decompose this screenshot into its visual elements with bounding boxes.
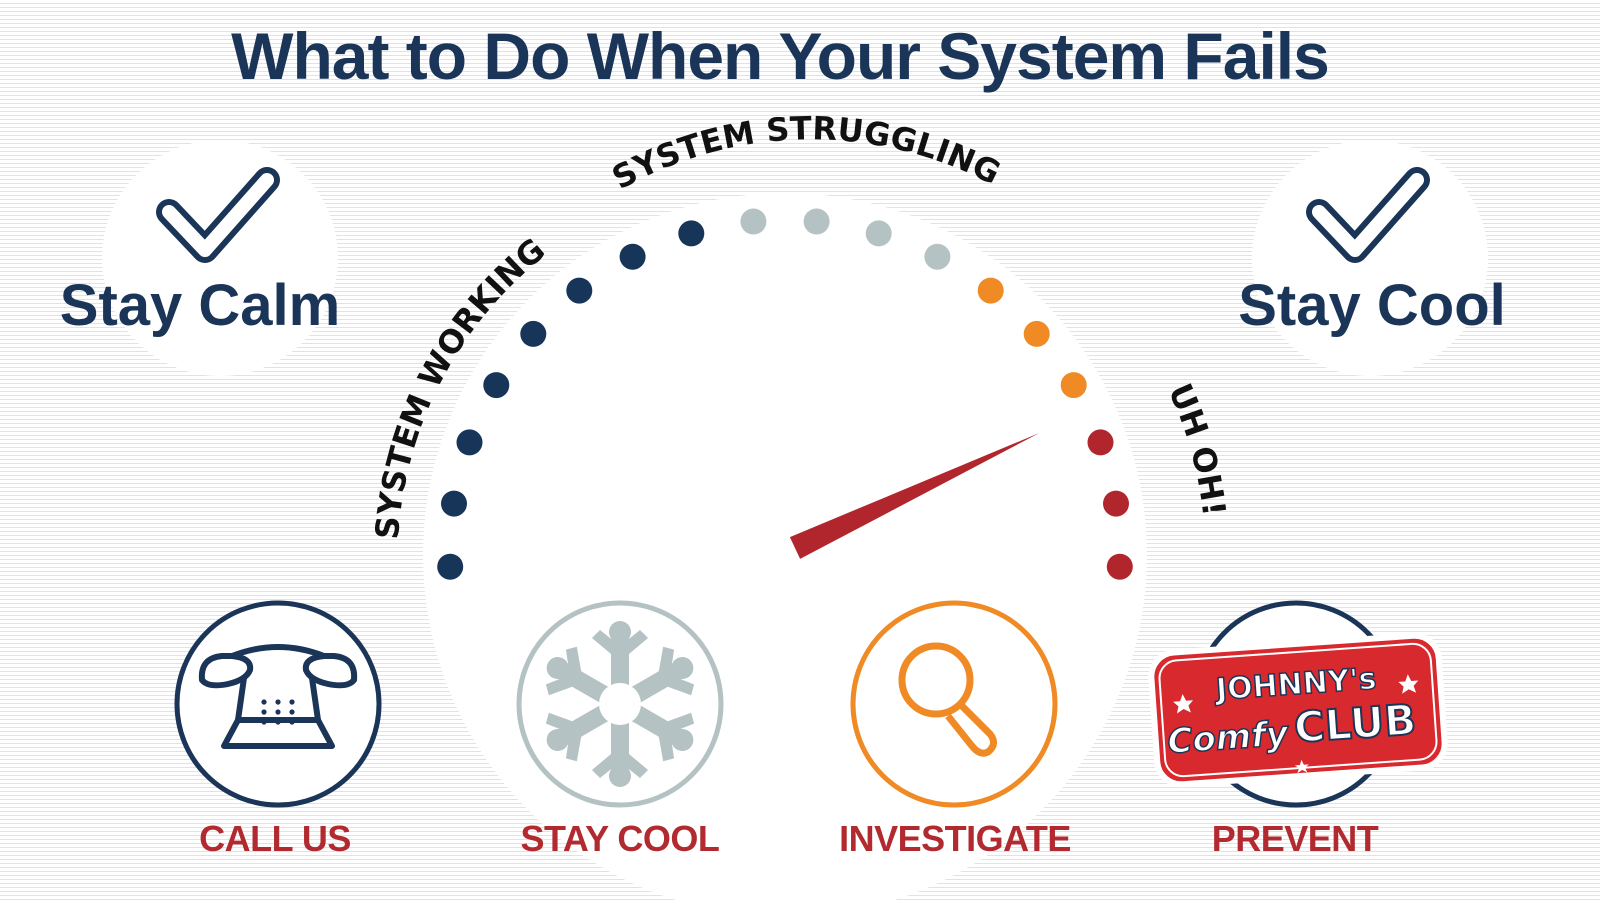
gauge-dot	[865, 220, 892, 247]
snowflake-icon[interactable]	[514, 598, 726, 810]
investigate-label[interactable]: INVESTIGATE	[839, 818, 1071, 859]
gauge-needle	[789, 433, 1040, 559]
gauge-dot	[977, 277, 1004, 304]
gauge-dot	[678, 220, 705, 247]
checkmark-icon	[156, 167, 280, 263]
gauge-dot	[437, 553, 464, 580]
stay-cool-action-label[interactable]: STAY COOL	[520, 818, 720, 859]
johnnys-comfy-club-logo[interactable]: JOHNNY's Comfy CLUB	[1148, 630, 1448, 790]
gauge-dot	[441, 490, 467, 517]
gauge-dot	[740, 208, 767, 235]
gauge-dot	[1087, 429, 1114, 456]
gauge-dot	[924, 243, 951, 270]
stay-calm-label: Stay Calm	[59, 273, 341, 338]
gauge-dot	[456, 429, 483, 456]
logo-bottom-text: CLUB	[1292, 695, 1417, 752]
gauge-dot	[1106, 553, 1133, 580]
checkmark-icon	[1306, 167, 1430, 263]
stay-cool-label: Stay Cool	[1238, 273, 1506, 338]
gauge-dot	[619, 243, 646, 270]
zone-label-system-struggling: SYSTEM STRUGGLING	[606, 109, 1007, 197]
zone-label-uh-oh: UH OH!	[1161, 378, 1233, 518]
star-icon	[1173, 674, 1419, 774]
telephone-icon[interactable]	[172, 598, 384, 810]
gauge-dot	[483, 372, 510, 399]
call-us-label[interactable]: CALL US	[199, 818, 351, 859]
right-tip-circle	[1252, 140, 1488, 376]
left-tip-circle	[102, 140, 338, 376]
gauge-dot	[1103, 490, 1129, 517]
logo-script-text: Comfy	[1166, 714, 1291, 762]
gauge-dot	[566, 277, 593, 304]
gauge-dot	[520, 320, 547, 347]
page-title: What to Do When Your System Fails	[231, 19, 1330, 93]
gauge-dot	[1023, 320, 1050, 347]
gauge-dot	[1060, 372, 1087, 399]
gauge-dot	[803, 208, 830, 235]
magnifying-glass-icon[interactable]	[848, 598, 1060, 810]
prevent-label[interactable]: PREVENT	[1211, 818, 1379, 859]
